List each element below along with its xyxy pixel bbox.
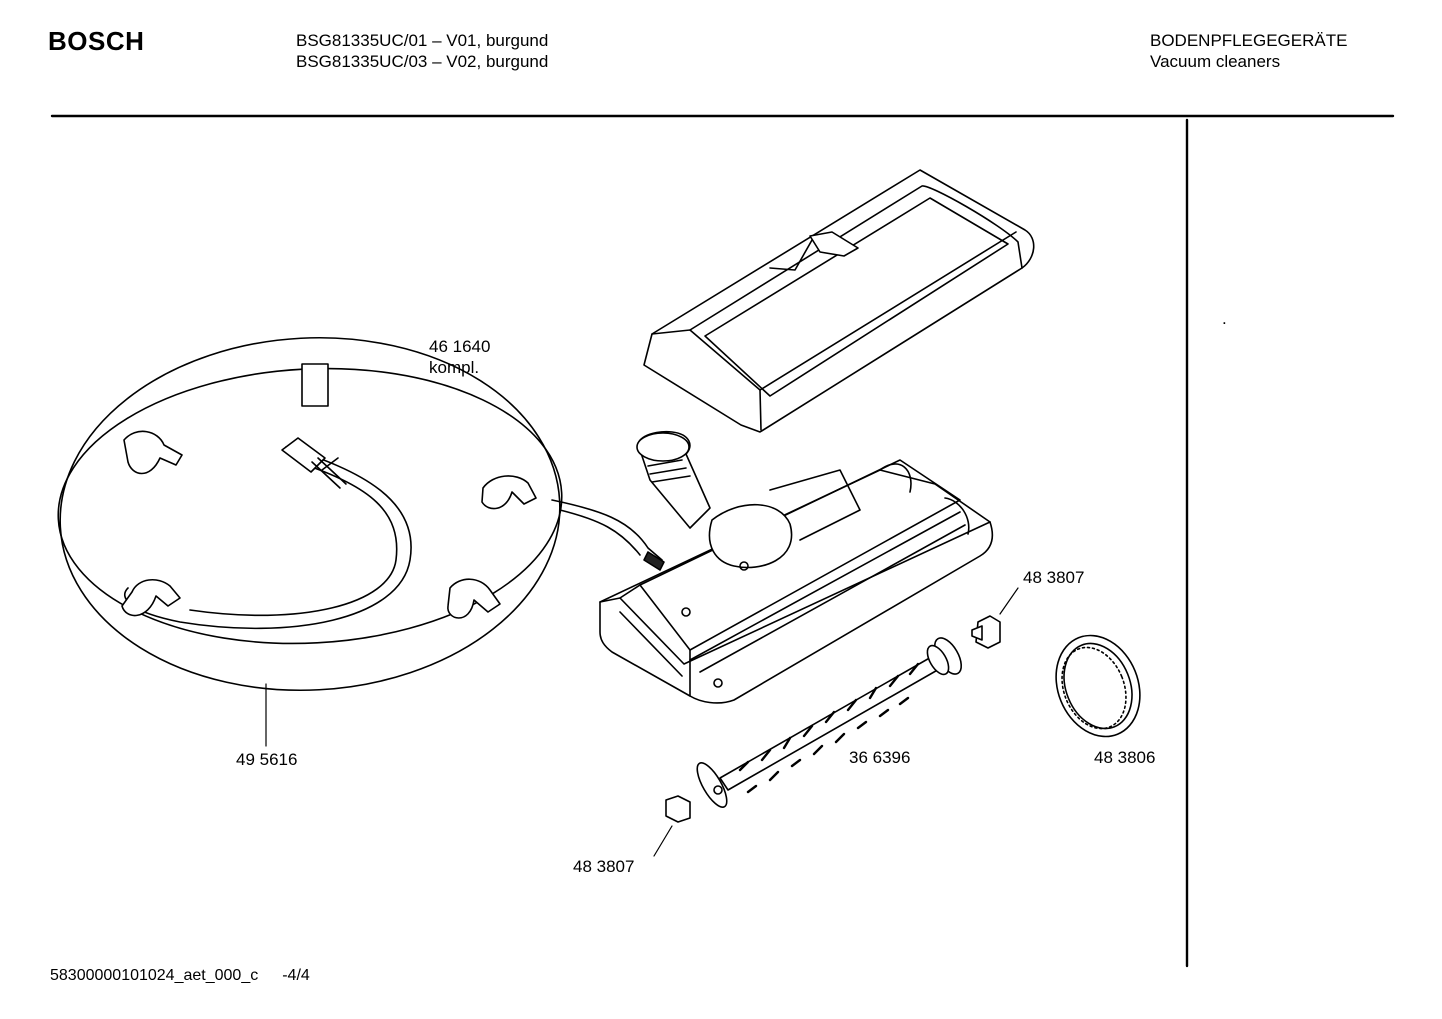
side-panel-mark: . [1222,309,1227,328]
power-cord-coil [57,336,665,692]
page-indicator: -4/4 [282,967,310,984]
drive-belt [1055,634,1141,738]
bearing-bottom [653,795,691,857]
nozzle-top-cover [643,169,1035,433]
callout-drive-belt: 48 3806 [1094,748,1156,767]
model-list: BSG81335UC/01 – V01, burgund BSG81335UC/… [296,30,548,72]
brand-logo: BOSCH [48,26,145,56]
callout-power-cord: 49 5616 [236,750,298,769]
callout-bearing-top: 48 3807 [1023,568,1085,587]
callout-brush-roller: 36 6396 [849,748,911,767]
category-block: BODENPFLEGEGERÄTE Vacuum cleaners [1150,30,1347,72]
part-number: 46 1640 [429,337,491,356]
callout-bearing-bottom: 48 3807 [573,857,635,876]
nozzle-base [599,430,994,704]
bearing-top [971,587,1019,649]
part-note: kompl. [429,358,480,377]
footer: 58300000101024_aet_000_c -4/4 [50,967,310,985]
category-english: Vacuum cleaners [1150,52,1281,71]
brush-roller [696,637,963,808]
callout-cord-assembly: 46 1640 kompl. [429,336,490,378]
model-line-2: BSG81335UC/03 – V02, burgund [296,52,549,71]
category-german: BODENPFLEGEGERÄTE [1150,31,1348,50]
model-line-1: BSG81335UC/01 – V01, burgund [296,31,549,50]
document-id: 58300000101024_aet_000_c [50,967,259,984]
